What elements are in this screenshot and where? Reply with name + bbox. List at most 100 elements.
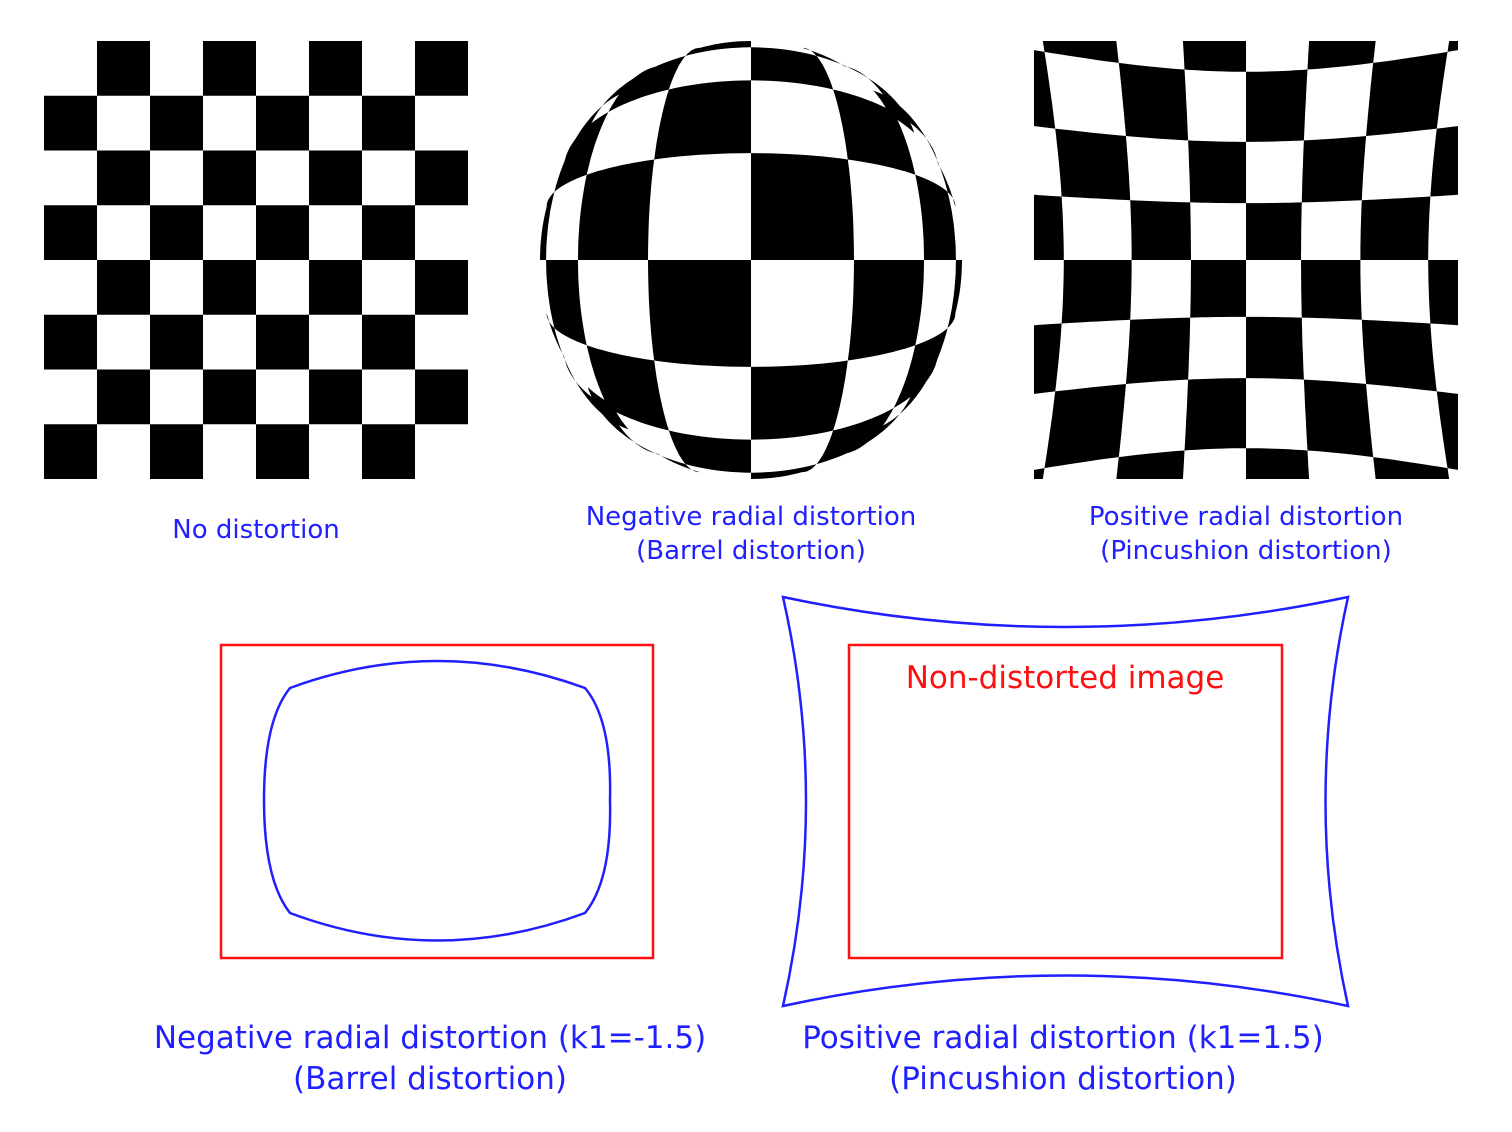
checker-square: [256, 205, 309, 260]
checker-square: [1034, 323, 1062, 394]
checker-square: [309, 41, 362, 96]
checker-square: [1190, 260, 1246, 318]
checker-square: [256, 314, 309, 370]
caption-no-distortion: No distortion: [172, 515, 340, 545]
checker-square: [1436, 391, 1458, 470]
checker-square: [1428, 260, 1458, 326]
checker-square: [203, 150, 256, 206]
checker-square: [309, 369, 362, 425]
checker-square: [415, 369, 468, 425]
checker-square: [867, 78, 927, 139]
checker-square: [578, 159, 655, 260]
checker-square: [751, 360, 848, 440]
checker-square: [587, 387, 629, 430]
checker-square: [1182, 41, 1246, 72]
checker-square: [1246, 202, 1302, 260]
checker-square: [634, 442, 700, 473]
checker-square: [44, 314, 97, 370]
checker-square: [362, 95, 415, 151]
checker-square: [1447, 41, 1458, 52]
checker-square: [844, 414, 900, 454]
checker-square: [1034, 194, 1064, 260]
non-distorted-frame-left: [219, 643, 655, 960]
caption-barrel-line2: (Barrel distortion): [636, 536, 866, 566]
checker-square: [802, 47, 868, 78]
checker-square: [309, 260, 362, 315]
checker-square: [256, 95, 309, 151]
checker-square: [915, 174, 956, 260]
checker-square: [309, 150, 362, 206]
checker-square: [1118, 62, 1189, 141]
checker-square: [1307, 41, 1376, 70]
checker-square: [1130, 200, 1191, 260]
checker-square: [97, 150, 150, 206]
checker-square: [1366, 51, 1448, 136]
checker-square: [668, 430, 751, 473]
checker-square: [1184, 378, 1246, 451]
checker-square: [415, 41, 468, 96]
checker-square: [150, 314, 203, 370]
caption-barrel-k1-line1: Negative radial distortion (k1=-1.5): [154, 1020, 706, 1056]
checker-square: [44, 424, 97, 479]
checkerboard-barrel-distortion: [539, 40, 963, 480]
checker-square: [751, 47, 834, 90]
checker-square: [685, 40, 751, 56]
checker-square: [1246, 316, 1304, 380]
checker-square: [150, 95, 203, 151]
checker-square: [1303, 379, 1374, 458]
checker-square: [546, 313, 576, 382]
checker-square: [1301, 136, 1367, 203]
checker-square: [1361, 319, 1437, 392]
caption-pincushion-k1-line2: (Pincushion distortion): [889, 1061, 1237, 1097]
checker-square: [1301, 260, 1362, 320]
checker-square: [1061, 260, 1132, 324]
checker-square: [899, 356, 938, 415]
non-distorted-image-label: Non-distorted image: [906, 660, 1225, 696]
checker-square: [362, 205, 415, 260]
checker-square: [415, 260, 468, 315]
caption-pincushion-line1: Positive radial distortion: [1089, 502, 1403, 532]
checker-square: [44, 95, 97, 151]
checker-square: [1055, 128, 1131, 201]
caption-barrel-k1-line2: (Barrel distortion): [293, 1061, 567, 1097]
checker-square: [833, 89, 916, 175]
checker-square: [1430, 126, 1458, 197]
barrel-distorted-outline: [262, 659, 612, 942]
checker-square: [1116, 450, 1185, 479]
checker-square: [203, 41, 256, 96]
checker-square: [1125, 317, 1191, 384]
checker-square: [1034, 468, 1045, 479]
checker-square: [648, 260, 751, 367]
checker-square: [1042, 41, 1119, 63]
checker-square: [926, 138, 956, 207]
checker-square: [362, 424, 415, 479]
checker-square: [1034, 50, 1056, 129]
checker-square: [44, 205, 97, 260]
checker-square: [947, 260, 963, 328]
checker-square: [751, 153, 854, 260]
checker-square: [1373, 457, 1450, 479]
checker-square: [150, 424, 203, 479]
checker-square: [847, 260, 924, 361]
checker-square: [554, 112, 609, 192]
checker-square: [654, 80, 751, 160]
caption-pincushion-line2: (Pincushion distortion): [1100, 536, 1392, 566]
caption-pincushion-k1-line1: Positive radial distortion (k1=1.5): [802, 1020, 1324, 1056]
checker-square: [203, 260, 256, 315]
caption-barrel-line1: Negative radial distortion: [586, 502, 917, 532]
checker-square: [362, 314, 415, 370]
checker-square: [150, 205, 203, 260]
checker-square: [546, 260, 587, 346]
checker-square: [751, 464, 817, 480]
checker-square: [97, 260, 150, 315]
checker-square: [97, 369, 150, 425]
checker-square: [97, 41, 150, 96]
pincushion-distorted-outline: [781, 595, 1350, 1008]
checker-square: [1044, 384, 1126, 469]
checker-square: [608, 55, 686, 112]
checker-square: [203, 369, 256, 425]
checker-square: [893, 328, 948, 408]
checker-square: [539, 192, 555, 260]
checker-square: [1360, 196, 1431, 260]
